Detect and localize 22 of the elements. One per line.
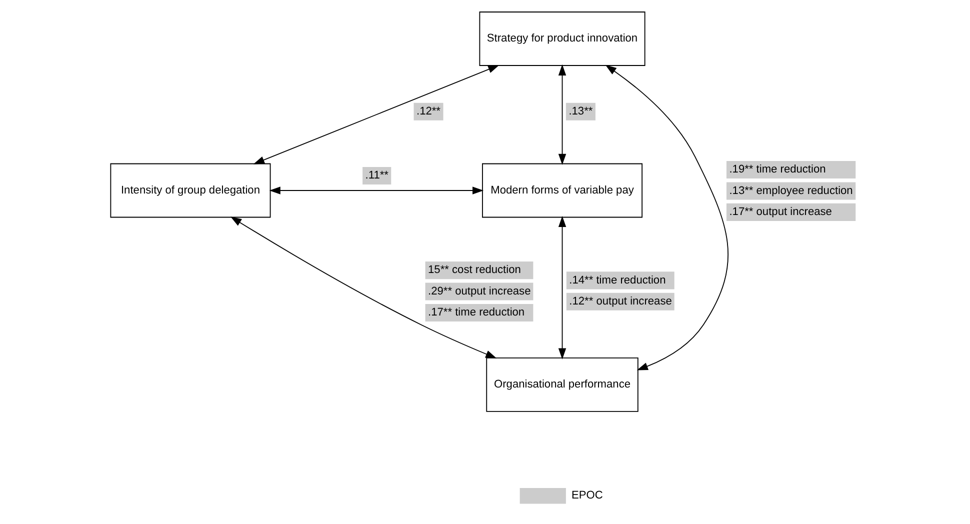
edge-label: .12** output increase [569, 296, 672, 308]
edge-label: .13** employee reduction [729, 184, 853, 197]
arrow [558, 216, 566, 360]
edge-label: .17** time reduction [428, 306, 525, 319]
node-box: Strategy for product innovation [479, 12, 646, 66]
legend-label: EPOC [571, 490, 603, 502]
edge-label: .11** [365, 170, 388, 182]
node-box: Organisational performance [486, 357, 638, 412]
edge-label: .17** output increase [729, 206, 832, 218]
edge-label: 15** cost reduction [428, 264, 521, 276]
node-box: Intensity of group delegation [110, 163, 271, 218]
node-box: Modern forms of variable pay [482, 163, 643, 218]
arrow [253, 65, 500, 164]
edge-label: .13** [568, 105, 593, 118]
edge-label: .19** time reduction [729, 164, 826, 176]
arrow [558, 64, 566, 165]
arrow [230, 216, 497, 358]
arrow [269, 186, 484, 194]
arrow [605, 64, 729, 370]
edge-label: .29** output increase [428, 285, 531, 298]
edge-label: .14** time reduction [569, 274, 666, 286]
edge-label: .12** [416, 105, 441, 118]
